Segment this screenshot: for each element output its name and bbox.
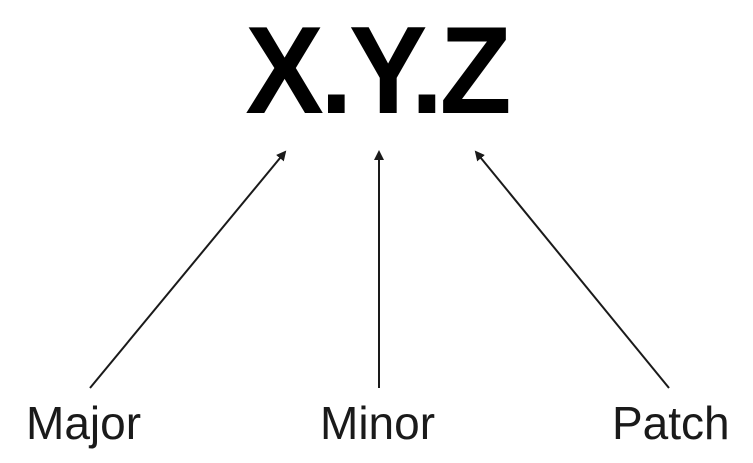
label-minor: Minor bbox=[320, 397, 436, 449]
arrow-major bbox=[89, 150, 287, 389]
label-patch: Patch bbox=[612, 397, 730, 449]
label-major: Major bbox=[26, 397, 142, 449]
version-format-title: X.Y.Z bbox=[245, 2, 511, 140]
arrow-patch bbox=[474, 150, 670, 389]
